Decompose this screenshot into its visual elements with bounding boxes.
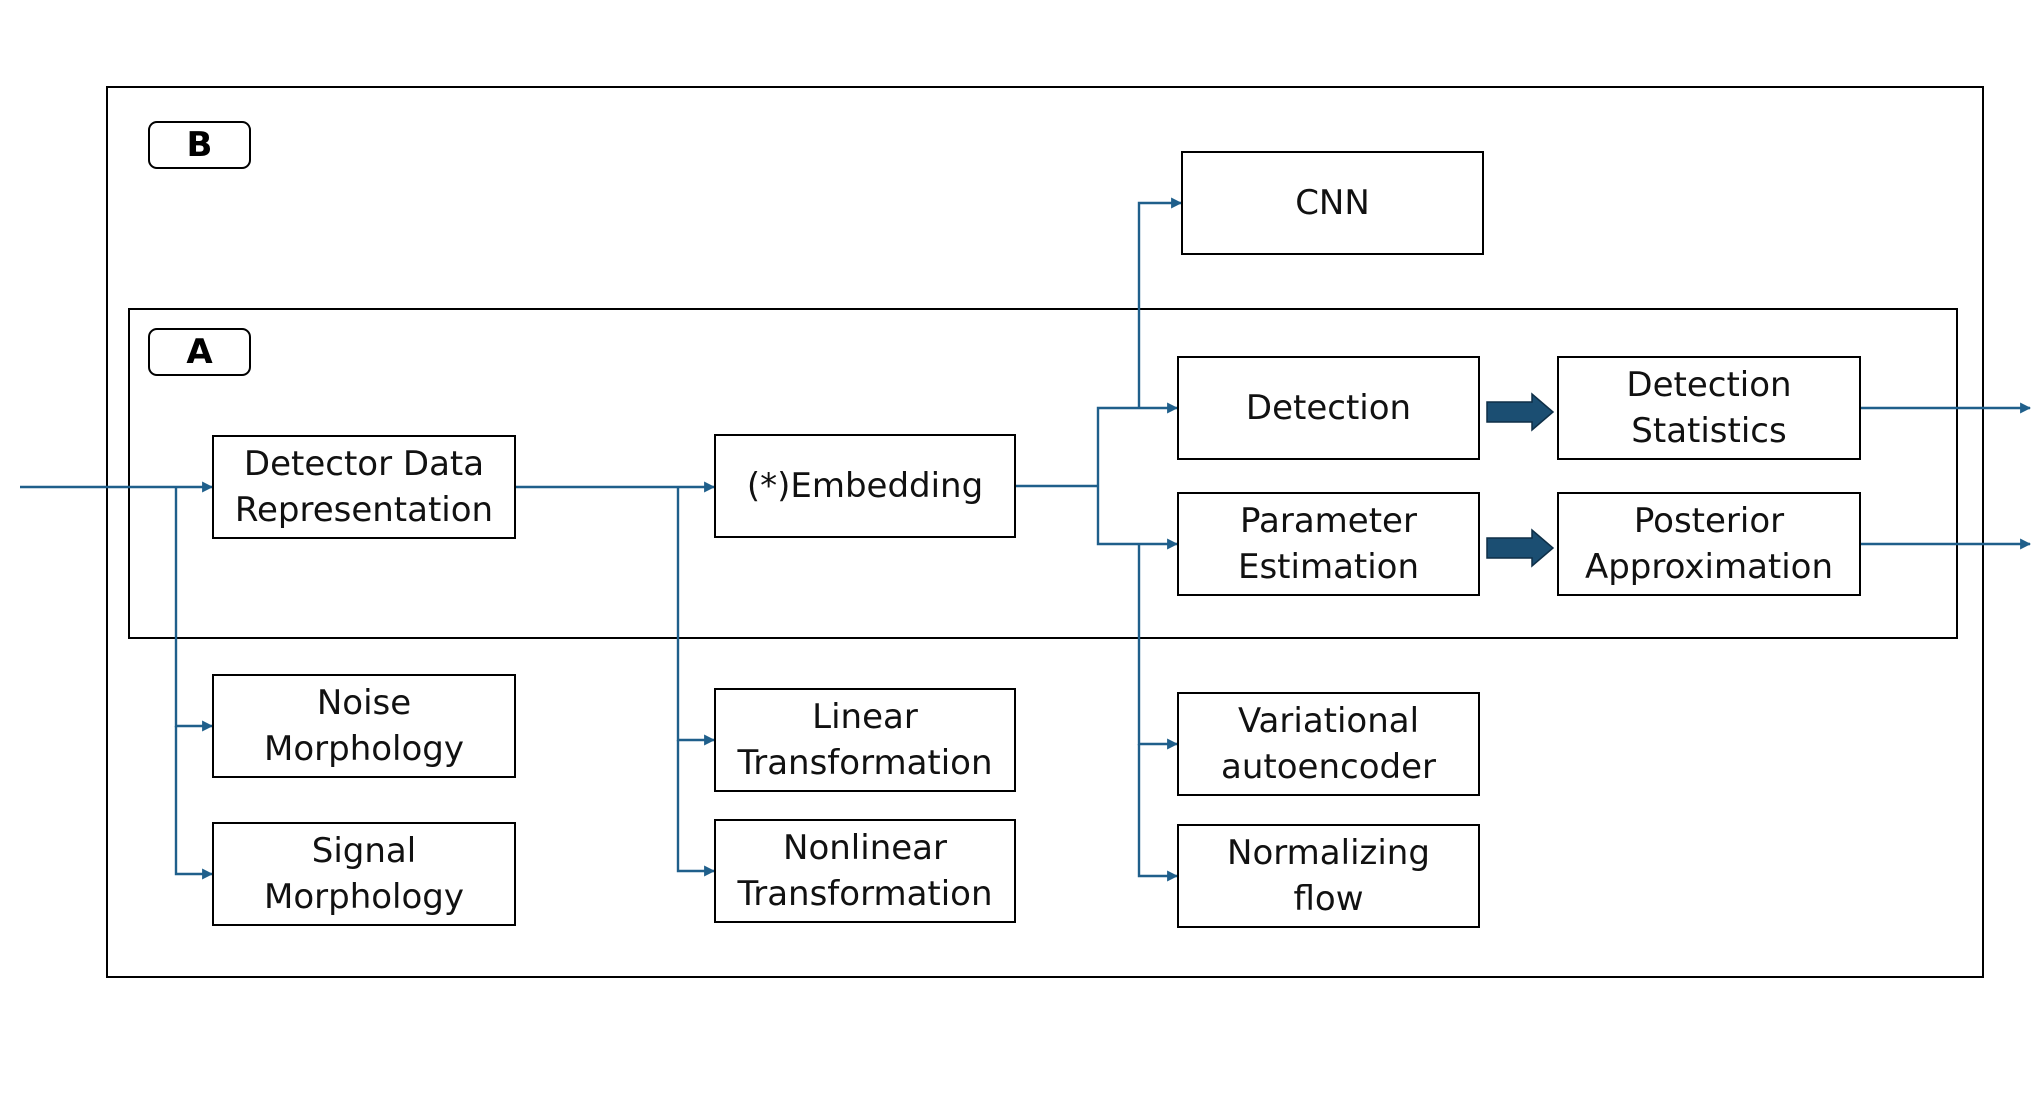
linear-transformation-box: Linear Transformation: [714, 688, 1016, 792]
detection-box: Detection: [1177, 356, 1480, 460]
embedding-line-1: (*)Embedding: [746, 466, 984, 506]
nonlinear-transformation-box: Nonlinear Transformation: [714, 819, 1016, 923]
connector-to-flow: [1137, 744, 1179, 882]
flow-line-2: flow: [1293, 879, 1364, 919]
param-line-1: Parameter: [1240, 501, 1417, 541]
detstats-line-2: Statistics: [1631, 411, 1787, 451]
noise-line-1: Noise: [316, 683, 412, 723]
linear-line-2: Transformation: [737, 743, 993, 783]
panel-a-label: A: [148, 328, 251, 376]
connector-to-vae: [1137, 544, 1179, 750]
block-arrow-detection-to-stats: [1486, 392, 1555, 432]
vae-line-2: autoencoder: [1221, 747, 1436, 787]
connector-to-linear: [676, 487, 716, 746]
panel-b-label: B: [148, 121, 251, 169]
posterior-line-2: Approximation: [1584, 547, 1834, 587]
detector-line-1: Detector Data: [243, 444, 485, 484]
detection-line-1: Detection: [1245, 388, 1412, 428]
block-arrow-param-to-posterior: [1486, 528, 1555, 568]
detector-data-representation-box: Detector Data Representation: [212, 435, 516, 539]
nonlinear-line-1: Nonlinear: [783, 828, 947, 868]
noise-morphology-box: Noise Morphology: [212, 674, 516, 778]
connector-to-noise: [174, 487, 214, 732]
signal-line-2: Morphology: [264, 877, 464, 917]
posterior-approximation-box: Posterior Approximation: [1557, 492, 1861, 596]
parameter-estimation-box: Parameter Estimation: [1177, 492, 1480, 596]
nonlinear-line-2: Transformation: [737, 874, 993, 914]
embedding-box: (*)Embedding: [714, 434, 1016, 538]
connector-to-cnn: [1137, 197, 1183, 408]
noise-line-2: Morphology: [264, 729, 464, 769]
connector-to-param: [1096, 486, 1179, 550]
connector-to-nonlinear: [676, 740, 716, 877]
posterior-line-1: Posterior: [1633, 501, 1785, 541]
cnn-line-1: CNN: [1295, 183, 1370, 223]
param-line-2: Estimation: [1237, 547, 1420, 587]
linear-line-1: Linear: [812, 697, 918, 737]
signal-line-1: Signal: [311, 831, 417, 871]
variational-autoencoder-box: Variational autoencoder: [1177, 692, 1480, 796]
flow-line-1: Normalizing: [1227, 833, 1430, 873]
signal-morphology-box: Signal Morphology: [212, 822, 516, 926]
connector-to-detection: [1096, 402, 1179, 486]
panel-a-frame: [128, 308, 1958, 639]
normalizing-flow-box: Normalizing flow: [1177, 824, 1480, 928]
detector-line-2: Representation: [234, 490, 494, 530]
detstats-line-1: Detection: [1626, 365, 1792, 405]
panel-b-frame: [106, 86, 1984, 978]
detection-statistics-box: Detection Statistics: [1557, 356, 1861, 460]
vae-line-1: Variational: [1237, 701, 1420, 741]
cnn-box: CNN: [1181, 151, 1484, 255]
connector-to-signal: [174, 726, 214, 880]
